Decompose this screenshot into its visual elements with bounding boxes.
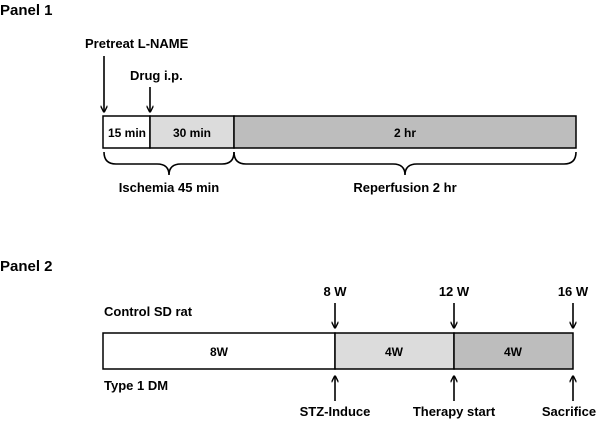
time-label-8w: 8 W (323, 284, 347, 299)
panel2-timeline-bar: 8W 4W 4W (102, 332, 574, 370)
therapy-start-label: Therapy start (413, 404, 496, 419)
panel1-timeline-bar: 15 min 30 min 2 hr (102, 115, 577, 149)
control-sd-rat-label: Control SD rat (104, 304, 193, 319)
panel2-heading: Panel 2 (0, 258, 53, 275)
ischemia-brace (103, 151, 235, 176)
segment-4w-second-label: 4W (504, 345, 523, 359)
time-label-16w: 16 W (558, 284, 589, 299)
reperfusion-label: Reperfusion 2 hr (353, 180, 456, 195)
pretreat-label: Pretreat L-NAME (85, 36, 189, 51)
segment-15min-label: 15 min (108, 126, 146, 140)
drug-ip-label: Drug i.p. (130, 68, 183, 83)
segment-8w-label: 8W (210, 345, 229, 359)
stz-induce-label: STZ-Induce (300, 404, 371, 419)
ischemia-label: Ischemia 45 min (119, 180, 219, 195)
segment-4w-second (453, 332, 574, 370)
type1-dm-label: Type 1 DM (104, 378, 168, 393)
segment-2hr (233, 115, 577, 149)
reperfusion-brace (233, 151, 577, 176)
segment-30min-label: 30 min (173, 126, 211, 140)
panel1-heading: Panel 1 (0, 2, 53, 19)
time-label-12w: 12 W (439, 284, 470, 299)
segment-4w-first-label: 4W (385, 345, 404, 359)
sacrifice-label: Sacrifice (542, 404, 596, 419)
segment-2hr-label: 2 hr (394, 126, 416, 140)
segment-4w-first (334, 332, 455, 370)
